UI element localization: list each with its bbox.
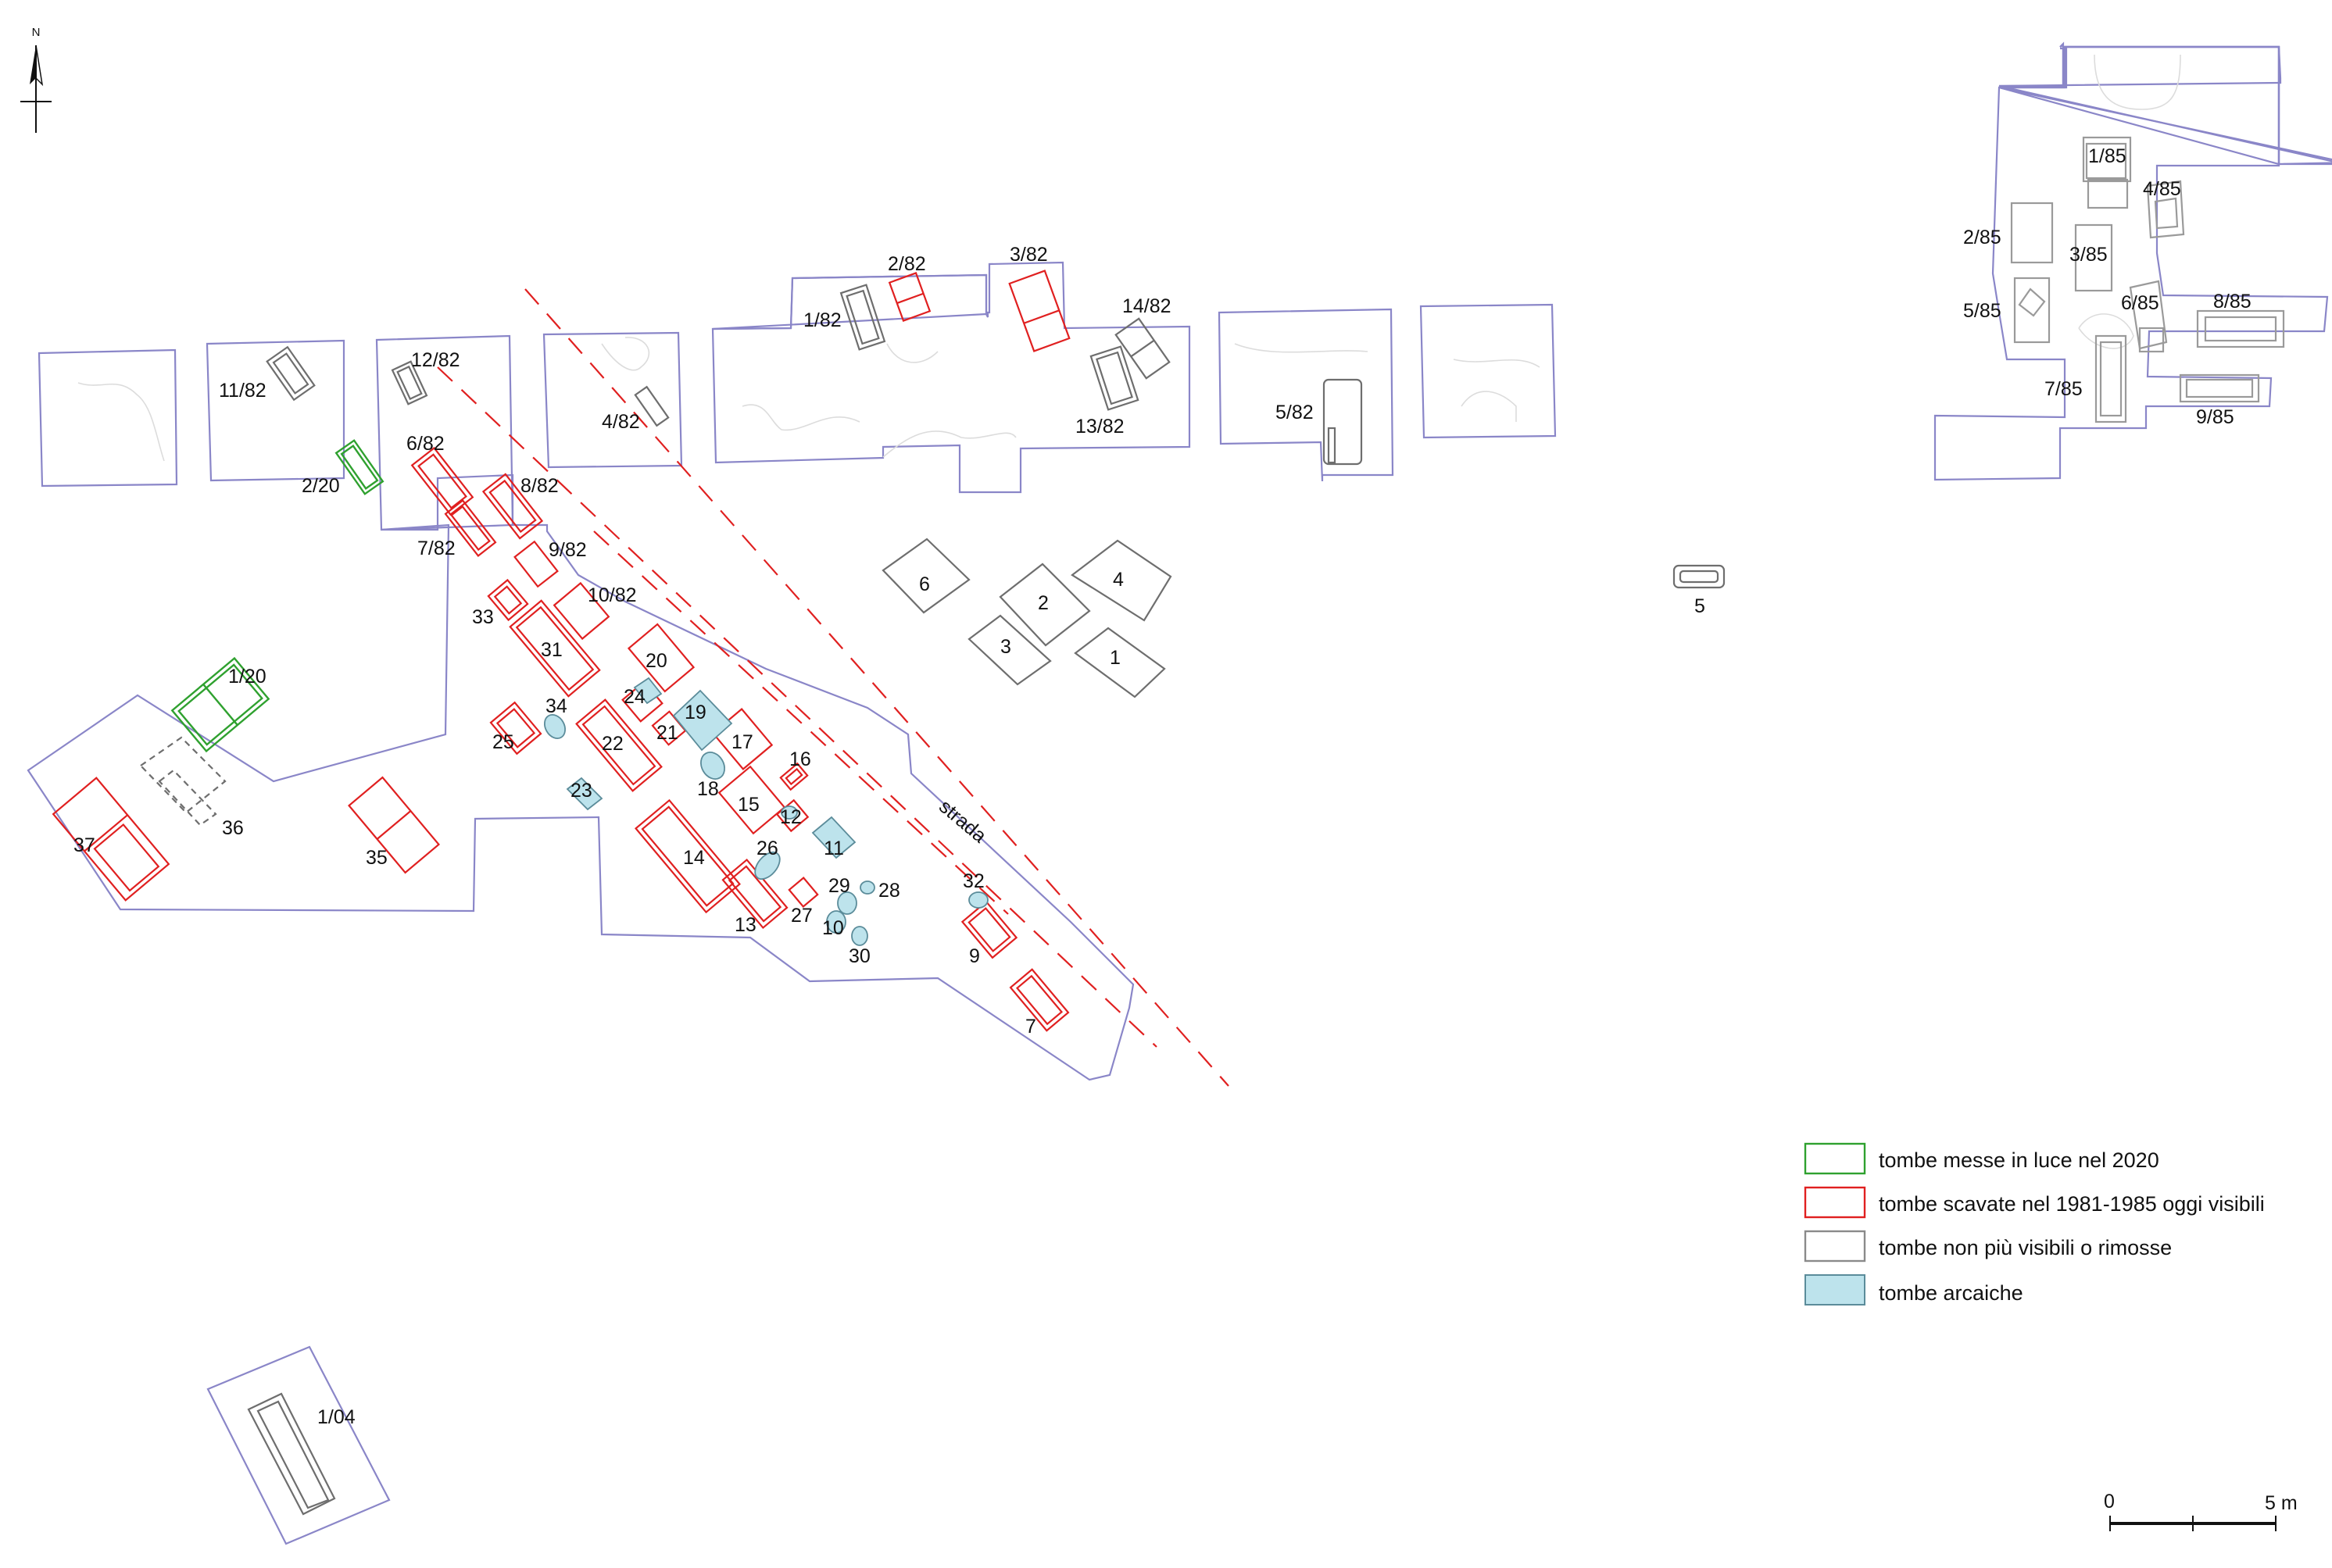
tomb-label: 5/82	[1275, 402, 1314, 423]
tomb-label: 22	[602, 733, 624, 755]
tomb-labels: 11/82 12/82 2/20 6/82 8/82 7/82 9/82 4/8…	[73, 145, 2252, 1428]
archaic-tombs	[543, 677, 989, 946]
tomb-label: 2	[1038, 592, 1049, 614]
tomb-label: 8/85	[2213, 291, 2252, 313]
tomb-label: 6	[919, 573, 930, 595]
tomb-label: 18	[697, 778, 719, 800]
scale-end-label: 5 m	[2265, 1492, 2298, 1514]
tomb-label: 33	[472, 606, 494, 628]
tomb-label: 13	[735, 914, 756, 936]
tomb-label: 7/82	[417, 538, 456, 559]
tomb-label: 29	[828, 875, 850, 897]
legend-label: tombe arcaiche	[1879, 1281, 2023, 1305]
tomb-label: 10/82	[588, 584, 637, 606]
tomb-label: 12/82	[411, 349, 460, 371]
north-arrow-icon: N	[20, 26, 52, 133]
tomb-label: 34	[545, 695, 567, 717]
road-label: strada	[935, 795, 990, 847]
removed-tombs	[139, 284, 1726, 1545]
north-label: N	[32, 26, 41, 39]
tomb-label: 13/82	[1075, 416, 1125, 438]
tomb-label: 9/82	[549, 539, 587, 561]
tomb-label: 3/82	[1010, 244, 1048, 266]
tomb-label: 2/82	[888, 253, 926, 275]
tomb-label: 5	[1694, 595, 1705, 617]
tomb-label: 11	[824, 838, 844, 859]
legend-label: tombe non più visibili o rimosse	[1879, 1236, 2172, 1259]
tomb-label: 6/82	[406, 433, 445, 455]
tomb-label: 14/82	[1122, 295, 1171, 317]
tomb-label: 28	[878, 880, 900, 902]
scale-bar: 0 5 m	[2104, 1491, 2298, 1531]
visible-tombs	[52, 270, 1071, 1032]
tomb-label: 25	[492, 731, 514, 753]
north-east-tombs	[2010, 136, 2285, 423]
tomb-label: 9/85	[2196, 406, 2234, 428]
tomb-label: 30	[849, 945, 871, 967]
tomb-label: 24	[624, 686, 646, 708]
tomb-label: 4/82	[602, 411, 640, 433]
tomb-label: 10	[822, 917, 844, 939]
tomb-label: 32	[963, 870, 985, 892]
north-east-trench-outline	[1933, 45, 2329, 481]
scale-start-label: 0	[2104, 1491, 2115, 1513]
faint-features	[77, 54, 2181, 462]
north-east-trench	[1998, 45, 2332, 166]
tomb-label: 12	[780, 806, 802, 828]
tomb-label: 1	[1110, 647, 1121, 669]
tomb-label: 27	[791, 905, 813, 927]
tomb-label: 11/82	[219, 380, 266, 402]
tomb-label: 26	[756, 838, 778, 859]
tomb-label: 7	[1025, 1016, 1036, 1038]
north-east-trench-top	[1998, 45, 2332, 166]
tomb-label: 2/20	[302, 475, 340, 497]
tomb-label: 3/85	[2069, 244, 2108, 266]
main-trench-outline	[27, 473, 1135, 1081]
tomb-label: 15	[738, 794, 760, 816]
tomb-label: 2/85	[1963, 227, 2001, 248]
legend: tombe messe in luce nel 2020 tombe scava…	[1804, 1142, 2265, 1305]
tomb-label: 19	[685, 702, 706, 723]
tomb-label: 31	[541, 639, 563, 661]
tomb-label: 16	[789, 748, 811, 770]
tomb-label: 7/85	[2044, 378, 2083, 400]
tomb-label: 5/85	[1963, 300, 2001, 322]
legend-label: tombe messe in luce nel 2020	[1879, 1148, 2159, 1172]
tomb-label: 1/82	[803, 309, 842, 331]
tomb-label: 1/85	[2088, 145, 2126, 167]
tomb-label: 17	[731, 731, 753, 753]
legend-item-archaic: tombe arcaiche	[1804, 1274, 2023, 1305]
tomb-label: 1/04	[317, 1406, 356, 1428]
tomb-label: 20	[646, 650, 667, 672]
tomb-label: 9	[969, 945, 980, 967]
tomb-label: 37	[73, 834, 95, 856]
tombs-2020	[170, 439, 384, 753]
tomb-label: 4/85	[2143, 178, 2181, 200]
tomb-label: 1/20	[228, 666, 266, 688]
tomb-label: 36	[222, 817, 244, 839]
tomb-label: 14	[683, 847, 705, 869]
legend-label: tombe scavate nel 1981-1985 oggi visibil…	[1879, 1192, 2265, 1216]
road-edge-lines	[437, 288, 1229, 1087]
tomb-label: 23	[570, 780, 592, 802]
tomb-label: 35	[366, 847, 388, 869]
legend-item-removed: tombe non più visibili o rimosse	[1804, 1230, 2172, 1263]
tomb-label: 21	[656, 722, 678, 744]
tomb-label: 6/85	[2121, 292, 2159, 314]
tomb-label: 4	[1113, 569, 1124, 591]
legend-item-2020: tombe messe in luce nel 2020	[1804, 1142, 2159, 1175]
legend-item-visible: tombe scavate nel 1981-1985 oggi visibil…	[1804, 1186, 2265, 1219]
tomb-label: 3	[1000, 636, 1011, 658]
tomb-label: 8/82	[520, 475, 559, 497]
